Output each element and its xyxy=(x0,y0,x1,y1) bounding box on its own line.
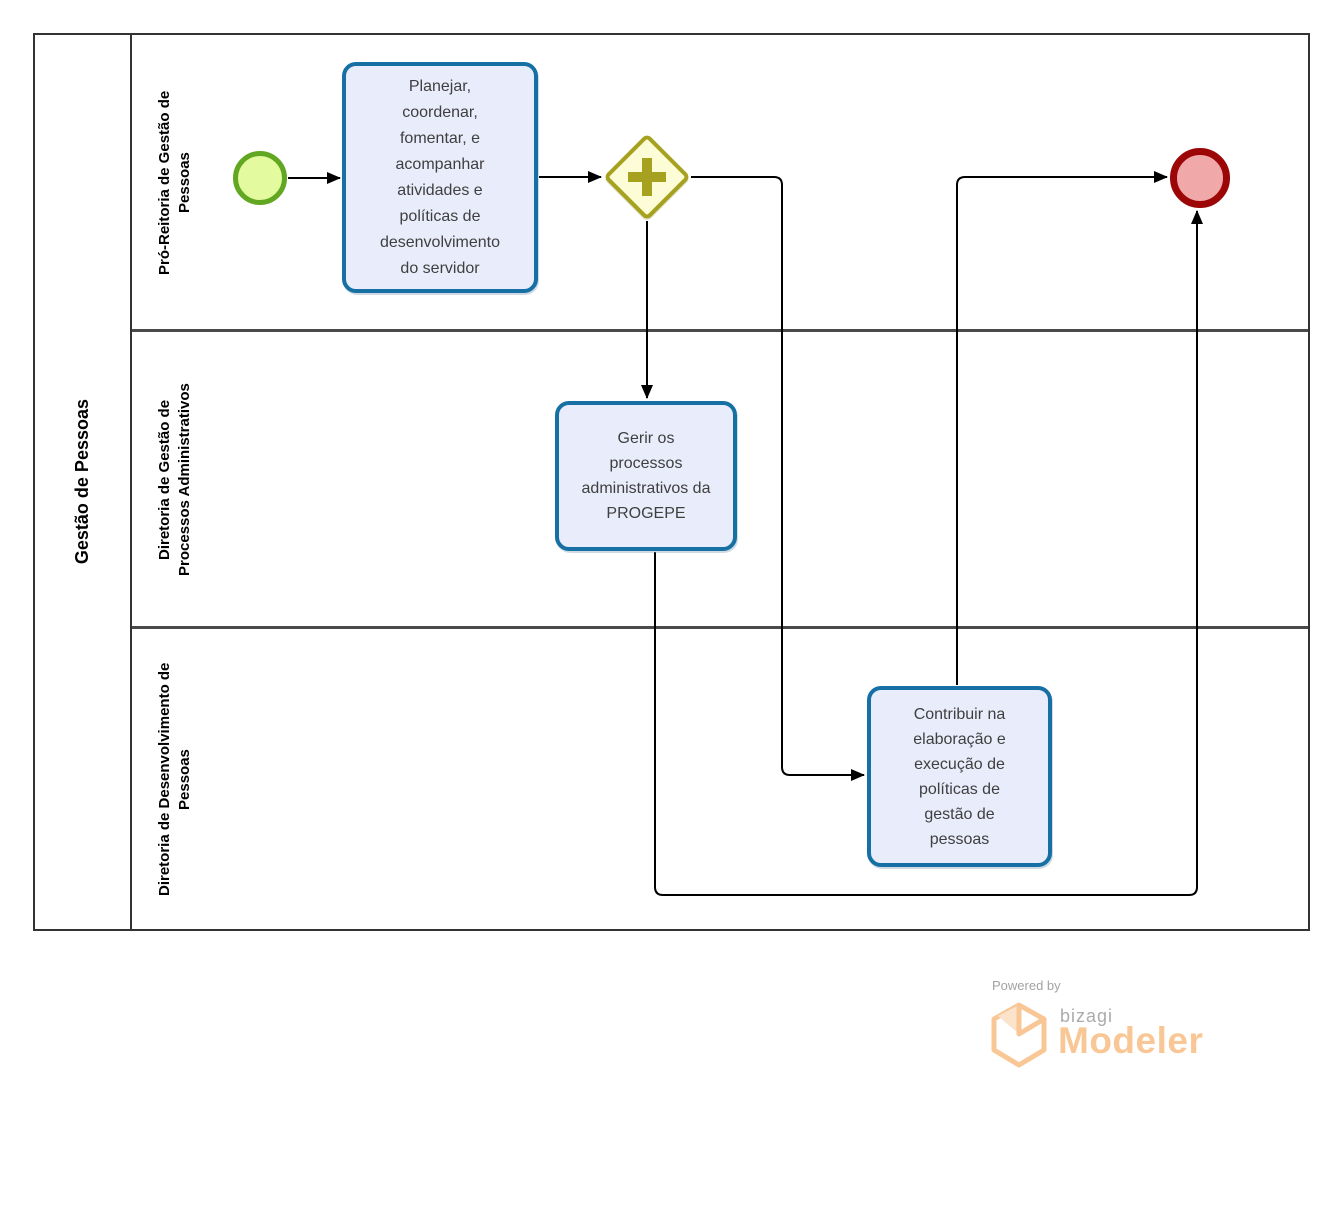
task-label: Contribuir na elaboração e execução de p… xyxy=(913,705,1006,848)
bizagi-hexagon-icon xyxy=(991,1002,1047,1068)
plus-icon xyxy=(642,158,652,196)
task-planejar[interactable]: Planejar, coordenar, fomentar, e acompan… xyxy=(342,62,538,293)
end-event[interactable] xyxy=(1170,148,1230,208)
lane-title: Diretoria de Desenvolvimento de Pessoas xyxy=(156,662,193,896)
modeler-wordmark: Modeler xyxy=(1058,1020,1204,1061)
lane-diretoria-desenvolvimento[interactable]: Diretoria de Desenvolvimento de Pessoas xyxy=(132,629,1308,929)
task-label: Planejar, coordenar, fomentar, e acompan… xyxy=(379,77,501,277)
bizagi-modeler-watermark: Powered by bizagi Modeler xyxy=(990,978,1250,1078)
task-gerir[interactable]: Gerir os processos administrativos da PR… xyxy=(555,401,737,551)
lane-label-strip: Diretoria de Desenvolvimento de Pessoas xyxy=(132,629,218,929)
lane-label-strip: Diretoria de Gestão de Processos Adminis… xyxy=(132,332,218,626)
lane-title: Diretoria de Gestão de Processos Adminis… xyxy=(156,382,193,576)
lane-label-strip: Pró-Reitoria de Gestão de Pessoas xyxy=(132,35,218,329)
lane-title: Pró-Reitoria de Gestão de Pessoas xyxy=(156,89,193,275)
lane-pro-reitoria[interactable]: Pró-Reitoria de Gestão de Pessoas xyxy=(132,35,1308,332)
start-event[interactable] xyxy=(233,151,287,205)
pool-title: Gestão de Pessoas xyxy=(72,399,92,565)
task-contribuir[interactable]: Contribuir na elaboração e execução de p… xyxy=(867,686,1052,867)
powered-by-label: Powered by xyxy=(992,978,1061,993)
bizagi-wordmark: bizagi xyxy=(1060,1006,1114,1026)
task-label: Gerir os processos administrativos da PR… xyxy=(581,430,711,522)
pool-header: Gestão de Pessoas xyxy=(35,35,132,929)
